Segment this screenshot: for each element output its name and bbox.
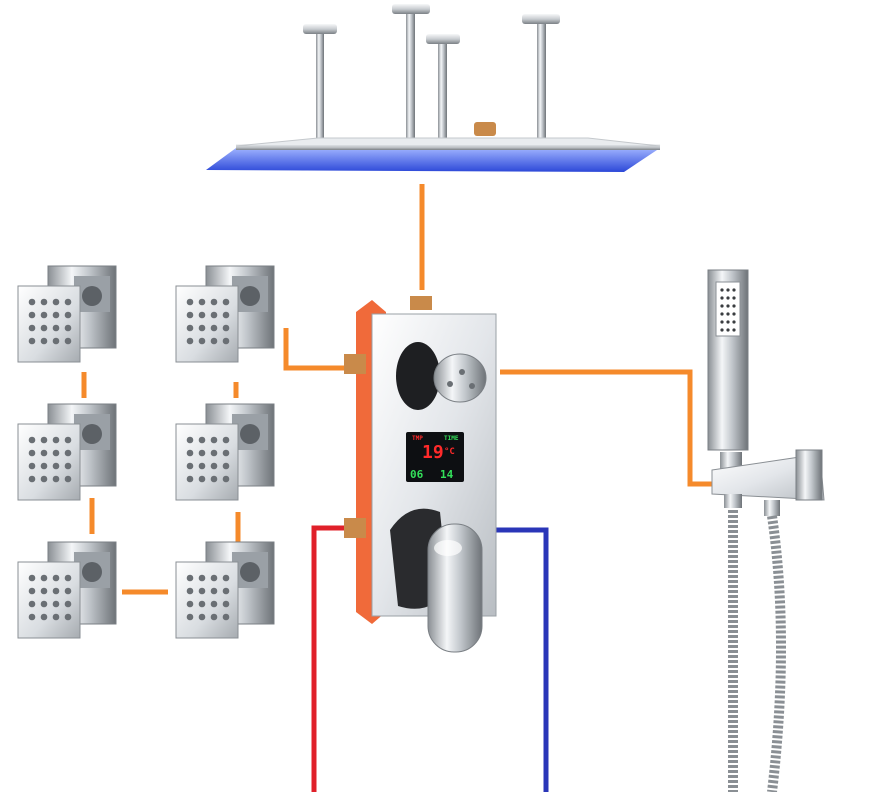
body-jet-2	[175, 265, 275, 363]
display-header-right: TIME	[444, 435, 459, 442]
connection-pipes	[81, 184, 712, 595]
body-jet-3	[17, 403, 117, 501]
ceiling-rods	[303, 4, 560, 142]
digital-display	[406, 432, 464, 482]
cold-water-pipe	[492, 527, 549, 792]
body-jet-4	[175, 403, 275, 501]
hand-shower	[707, 269, 825, 793]
display-time-hours: 06	[410, 468, 424, 481]
rain-shower-head	[206, 137, 661, 172]
display-temperature-unit: °C	[444, 447, 455, 457]
body-jet-6	[175, 541, 275, 639]
display-temperature: 19	[422, 442, 444, 463]
body-jet-1	[17, 265, 117, 363]
body-jet-5	[17, 541, 117, 639]
thermostatic-mixer-valve: TMP TIME 19 °C 06 14	[344, 296, 497, 653]
display-time-minutes: 14	[440, 468, 454, 481]
display-header-left: TMP	[412, 435, 423, 442]
hot-water-pipe	[311, 525, 344, 792]
